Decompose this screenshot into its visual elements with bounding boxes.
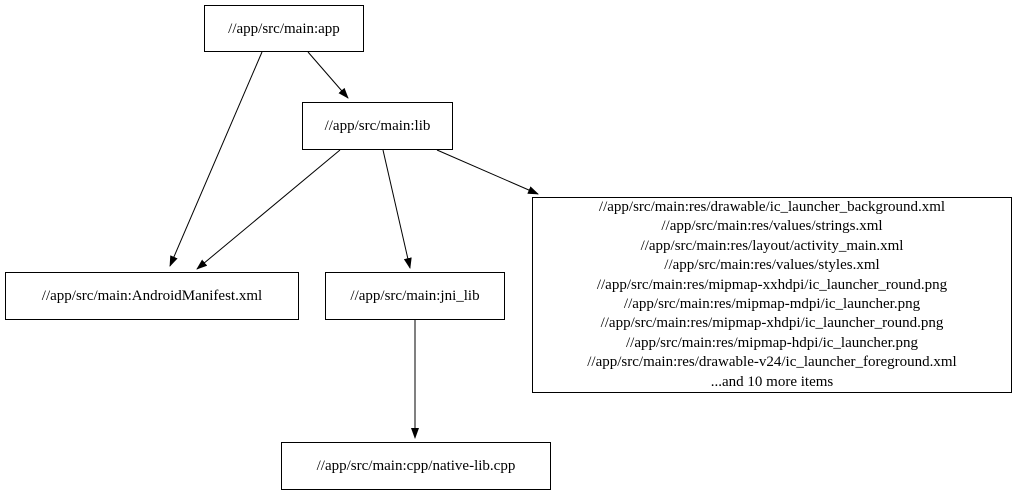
res-group-line: //app/src/main:res/mipmap-hdpi/ic_launch…: [625, 334, 918, 351]
res-group-line: //app/src/main:res/drawable-v24/ic_launc…: [587, 354, 957, 371]
edge-lib-jni-lib: [382, 149, 412, 269]
res-group-line: //app/src/main:res/layout/activity_main.…: [640, 237, 904, 254]
node-app-label: //app/src/main:app: [228, 20, 340, 37]
node-app: //app/src/main:app: [204, 5, 364, 52]
node-jni-lib: //app/src/main:jni_lib: [325, 272, 505, 320]
edge-lib-res-group: [436, 149, 539, 195]
res-group-line: //app/src/main:res/mipmap-xhdpi/ic_launc…: [600, 315, 944, 332]
edge-lib-manifest: [196, 149, 341, 270]
edge-app-lib: [307, 51, 349, 99]
res-group-line: //app/src/main:res/values/strings.xml: [661, 218, 883, 235]
node-native-lib-cpp: //app/src/main:cpp/native-lib.cpp: [281, 442, 551, 490]
node-lib-label: //app/src/main:lib: [324, 118, 431, 134]
edge-app-manifest: [169, 51, 263, 267]
node-res-group: //app/src/main:res/drawable/ic_launcher_…: [532, 197, 1012, 393]
node-android-manifest-label: //app/src/main:AndroidManifest.xml: [41, 288, 263, 304]
res-group-line: //app/src/main:res/drawable/ic_launcher_…: [598, 198, 946, 215]
node-jni-lib-label: //app/src/main:jni_lib: [350, 288, 480, 304]
res-group-more-items: ...and 10 more items: [710, 373, 834, 390]
res-group-line: //app/src/main:res/mipmap-xxhdpi/ic_laun…: [596, 276, 948, 293]
node-lib: //app/src/main:lib: [302, 102, 453, 150]
node-native-lib-cpp-label: //app/src/main:cpp/native-lib.cpp: [316, 458, 516, 474]
res-group-line: //app/src/main:res/values/styles.xml: [664, 257, 880, 274]
res-group-line: //app/src/main:res/mipmap-mdpi/ic_launch…: [623, 296, 921, 312]
node-android-manifest: //app/src/main:AndroidManifest.xml: [5, 272, 299, 320]
